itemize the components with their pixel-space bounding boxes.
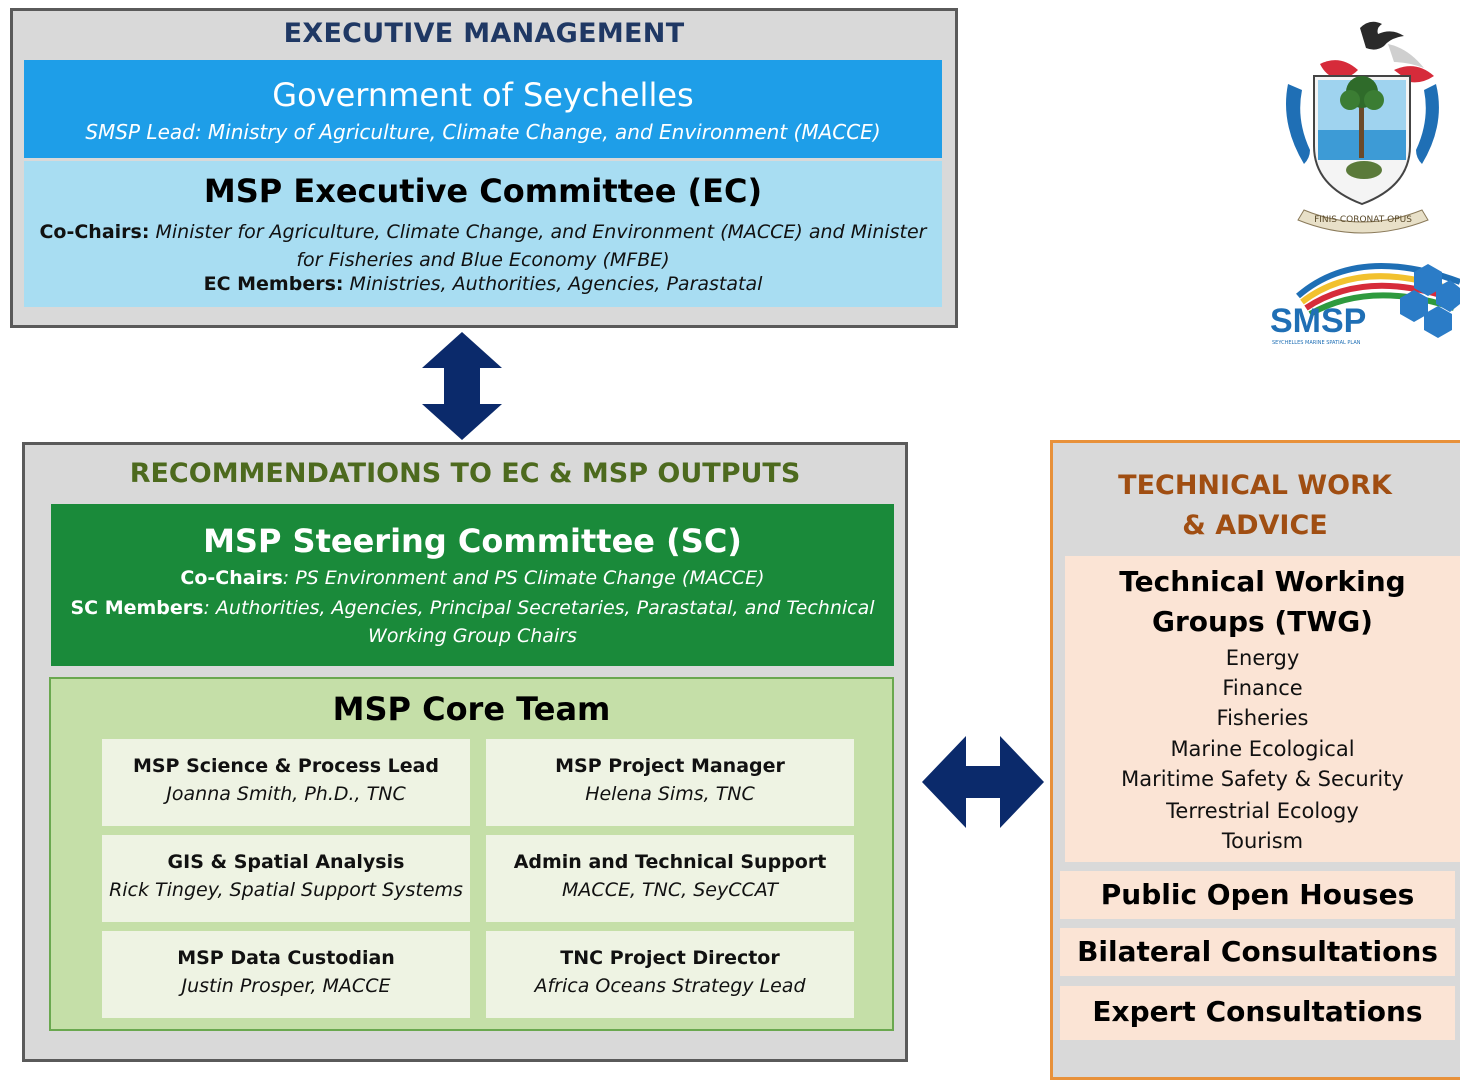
sc-cochairs-label: Co-Chairs: [180, 567, 283, 589]
core-team-title: MSP Core Team: [332, 690, 611, 728]
bilateral-consultations-label: Bilateral Consultations: [1077, 935, 1438, 968]
smsp-logo-subtitle: SEYCHELLES MARINE SPATIAL PLAN: [1272, 340, 1361, 346]
ec-cochairs-label: Co-Chairs:: [39, 221, 150, 243]
horizontal-double-arrow: [922, 736, 1044, 828]
sc-members-text: : Authorities, Agencies, Principal Secre…: [203, 597, 875, 647]
twg-name-line2: Groups (TWG): [1152, 605, 1373, 638]
expert-consultations-box: [1060, 986, 1455, 1040]
core-team-member-card: [102, 931, 470, 1018]
core-team-member-card: [486, 931, 854, 1018]
twg-name-line1: Technical Working: [1119, 565, 1406, 598]
core-team-member-role: TNC Project Director: [560, 947, 780, 969]
steering-committee-cochairs: Co-Chairs: PS Environment and PS Climate…: [51, 567, 894, 589]
twg-box: [1065, 556, 1460, 862]
twg-group-item: Fisheries: [1216, 706, 1309, 730]
executive-management-title: EXECUTIVE MANAGEMENT: [283, 18, 685, 49]
twg-group-item: Energy: [1225, 646, 1300, 670]
steering-committee-members: SC Members: Authorities, Agencies, Princ…: [70, 594, 875, 650]
twg-group-item: Marine Ecological: [1170, 737, 1355, 761]
public-open-houses-label: Public Open Houses: [1100, 878, 1415, 911]
ec-cochairs-text: Minister for Agriculture, Climate Change…: [155, 221, 927, 271]
core-team-member-role: MSP Data Custodian: [177, 947, 395, 969]
coat-motto: FINIS CORONAT OPUS: [1314, 215, 1412, 225]
core-team-member-card: [486, 739, 854, 826]
executive-committee-cochairs: Co-Chairs: Minister for Agriculture, Cli…: [36, 218, 930, 274]
seychelles-coat-of-arms-logo: FINIS CORONAT OPUS: [1286, 21, 1439, 234]
technical-work-title-line2: & ADVICE: [1182, 510, 1328, 541]
twg-group-item: Tourism: [1221, 829, 1304, 853]
sc-members-label: SC Members: [70, 597, 204, 619]
twg-name: Technical Working Groups (TWG): [1065, 562, 1460, 642]
core-team-member-person: Joanna Smith, Ph.D., TNC: [166, 783, 406, 805]
core-team-member-card: [486, 835, 854, 922]
technical-work-title-line1: TECHNICAL WORK: [1118, 470, 1392, 501]
ec-members-text: Ministries, Authorities, Agencies, Paras…: [349, 273, 763, 295]
public-open-houses-box: [1060, 871, 1455, 919]
core-team-member-person: Africa Oceans Strategy Lead: [534, 975, 806, 997]
core-team-member-card: [102, 835, 470, 922]
executive-committee-members: EC Members: Ministries, Authorities, Age…: [24, 273, 942, 295]
steering-committee-box: [51, 504, 894, 666]
steering-committee-name: MSP Steering Committee (SC): [203, 522, 742, 560]
core-team-member-role: MSP Science & Process Lead: [132, 755, 440, 777]
core-team-member-person: MACCE, TNC, SeyCCAT: [562, 879, 778, 901]
twg-group-item: Terrestrial Ecology: [1166, 799, 1359, 823]
recommendations-title: RECOMMENDATIONS TO EC & MSP OUTPUTS: [129, 458, 801, 489]
core-team-member-role: GIS & Spatial Analysis: [167, 851, 405, 873]
sc-cochairs-text: : PS Environment and PS Climate Change (…: [282, 567, 765, 589]
twg-group-item: Maritime Safety & Security: [1121, 767, 1404, 791]
executive-committee-name: MSP Executive Committee (EC): [203, 172, 763, 210]
government-box: [24, 60, 942, 158]
core-team-member-person: Justin Prosper, MACCE: [181, 975, 391, 997]
twg-group-item: Finance: [1222, 676, 1303, 700]
bilateral-consultations-box: [1060, 928, 1455, 976]
smsp-logo-text: SMSP: [1270, 302, 1366, 340]
technical-work-title: TECHNICAL WORK & ADVICE: [1050, 466, 1460, 546]
executive-committee-box: [24, 161, 942, 307]
core-team-member-person: Helena Sims, TNC: [585, 783, 755, 805]
core-team-member-role: MSP Project Manager: [555, 755, 785, 777]
expert-consultations-label: Expert Consultations: [1092, 995, 1423, 1028]
core-team-member-card: [102, 739, 470, 826]
government-lead: SMSP Lead: Ministry of Agriculture, Clim…: [85, 120, 881, 144]
vertical-double-arrow: [422, 332, 502, 440]
government-name: Government of Seychelles: [272, 76, 694, 114]
ec-members-label: EC Members:: [203, 273, 344, 295]
core-team-member-person: Rick Tingey, Spatial Support Systems: [109, 879, 463, 901]
smsp-logo: SMSP SEYCHELLES MARINE SPATIAL PLAN: [1270, 262, 1460, 346]
core-team-member-role: Admin and Technical Support: [513, 851, 827, 873]
